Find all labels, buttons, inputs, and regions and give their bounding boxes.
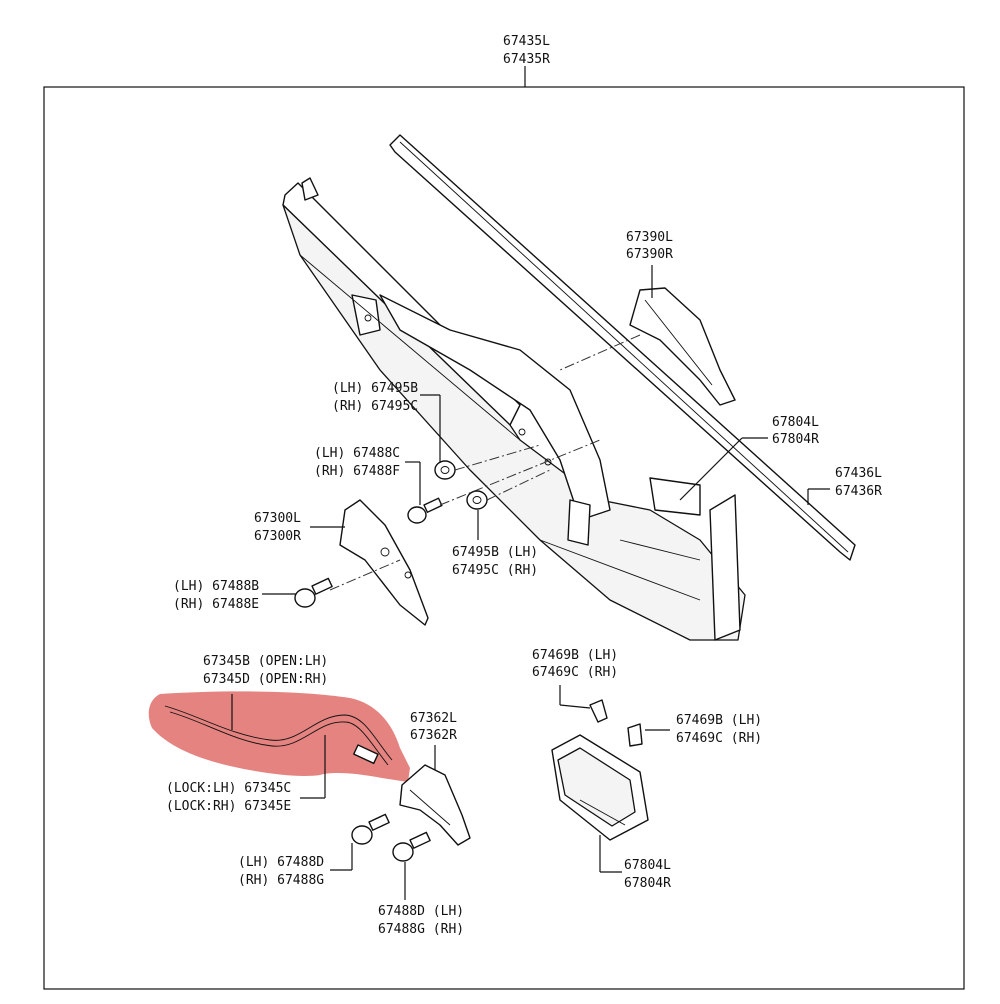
- label-67488-mid-1: (LH) 67488B: [173, 579, 259, 594]
- label-frame-top-2: 67435R: [503, 52, 550, 67]
- label-67469-top-2: 67469C (RH): [532, 665, 618, 680]
- label-67495-right-2: 67495C (RH): [452, 563, 538, 578]
- label-67488-mid-2: (RH) 67488E: [173, 597, 259, 612]
- label-67488-low-left-2: (RH) 67488G: [238, 873, 324, 888]
- label-67495-left-1: (LH) 67495B: [332, 381, 418, 396]
- door-frame-assembly: [282, 177, 746, 641]
- label-67436-2: 67436R: [835, 484, 882, 499]
- cable-67345: [164, 705, 393, 766]
- bushing-67495-top: [434, 460, 456, 480]
- clip-67469-right: [627, 723, 643, 747]
- bolt-67488-mid: [294, 577, 333, 608]
- bolt-67488-top: [407, 497, 443, 524]
- label-67345-lock-1: (LOCK:LH) 67345C: [166, 781, 291, 796]
- label-67469-top-1: 67469B (LH): [532, 648, 618, 663]
- label-67469-right-1: 67469B (LH): [676, 713, 762, 728]
- label-67488-top-2: (RH) 67488F: [314, 464, 400, 479]
- label-67436-1: 67436L: [835, 466, 882, 481]
- label-67488-low-mid-2: 67488G (RH): [378, 922, 464, 937]
- label-67469-right-2: 67469C (RH): [676, 731, 762, 746]
- label-67804-top-2: 67804R: [772, 432, 819, 447]
- bracket-67390: [629, 287, 736, 406]
- label-67488-top-1: (LH) 67488C: [314, 446, 400, 461]
- label-67300-1: 67300L: [254, 511, 301, 526]
- leader-lines: [231, 265, 830, 900]
- label-67390-2: 67390R: [626, 247, 673, 262]
- label-67362-2: 67362R: [410, 728, 457, 743]
- label-67345-open-1: 67345B (OPEN:LH): [203, 654, 328, 669]
- label-67804-bottom-2: 67804R: [624, 876, 671, 891]
- bolt-67488-low-mid: [392, 831, 431, 862]
- bushing-67495-bottom: [466, 490, 488, 510]
- label-67390-1: 67390L: [626, 230, 673, 245]
- label-67804-bottom-1: 67804L: [624, 858, 671, 873]
- label-frame-top-1: 67435L: [503, 34, 550, 49]
- label-67488-low-left-1: (LH) 67488D: [238, 855, 324, 870]
- label-67804-top-1: 67804L: [772, 415, 819, 430]
- cable-highlight: [148, 691, 410, 782]
- clip-67469-top: [589, 699, 608, 723]
- label-67345-lock-2: (LOCK:RH) 67345E: [166, 799, 291, 814]
- handle-67362: [399, 764, 471, 846]
- label-67495-left-2: (RH) 67495C: [332, 399, 418, 414]
- bolt-67488-low-left: [351, 813, 390, 845]
- diagram-frame: [43, 86, 965, 990]
- bracket-67300: [339, 499, 429, 626]
- label-67345-open-2: 67345D (OPEN:RH): [203, 672, 328, 687]
- bracket-67804-lower: [551, 734, 649, 841]
- label-67495-right-1: 67495B (LH): [452, 545, 538, 560]
- weatherstrip-67436: [389, 134, 856, 561]
- label-67300-2: 67300R: [254, 529, 301, 544]
- label-67362-1: 67362L: [410, 711, 457, 726]
- label-67488-low-mid-1: 67488D (LH): [378, 904, 464, 919]
